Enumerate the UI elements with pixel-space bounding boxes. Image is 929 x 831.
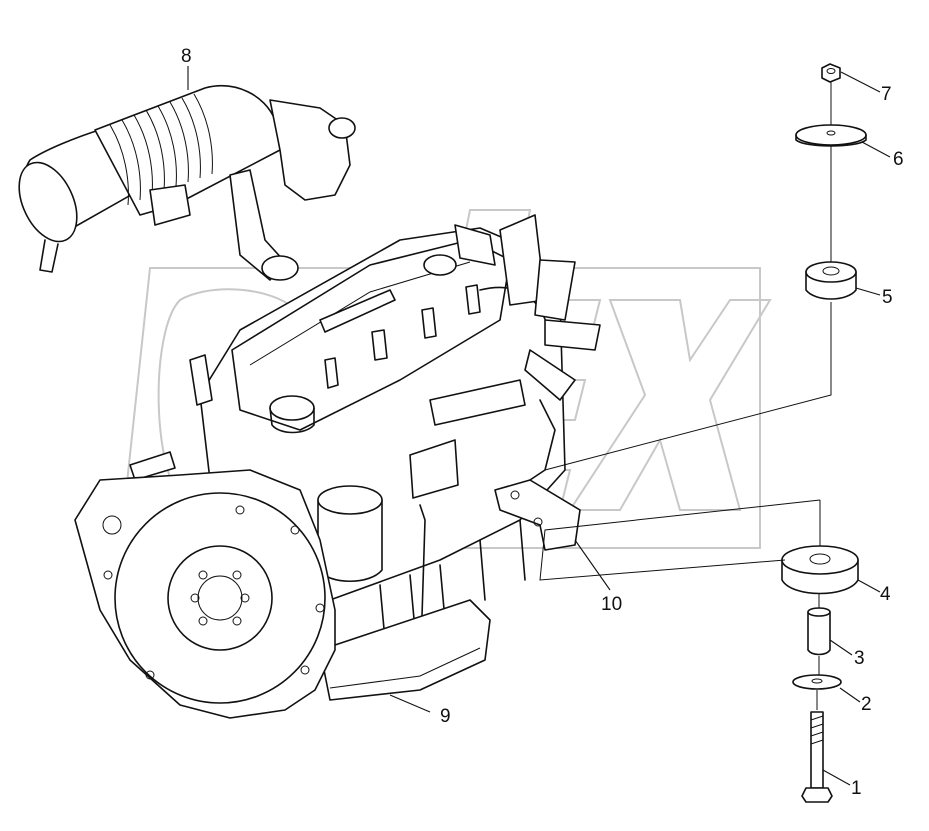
callout-1: 1 <box>851 778 862 799</box>
callout-3: 3 <box>854 648 865 669</box>
callout-4: 4 <box>880 584 891 605</box>
assembly-lines <box>539 82 832 710</box>
callout-labels: 8 7 6 5 4 3 2 1 10 9 <box>181 46 904 799</box>
cooling-fan <box>423 214 601 401</box>
air-filter <box>18 85 356 281</box>
callout-7: 7 <box>881 84 892 105</box>
callout-9: 9 <box>440 706 451 727</box>
callout-2: 2 <box>861 694 872 715</box>
callout-10: 10 <box>601 594 622 615</box>
callout-5: 5 <box>882 287 893 308</box>
mount-hardware <box>781 63 867 803</box>
engine-mount-bracket <box>494 399 581 551</box>
leader-lines <box>187 66 891 786</box>
callout-6: 6 <box>893 149 904 170</box>
flywheel-housing <box>74 469 336 719</box>
callout-8: 8 <box>181 46 192 67</box>
